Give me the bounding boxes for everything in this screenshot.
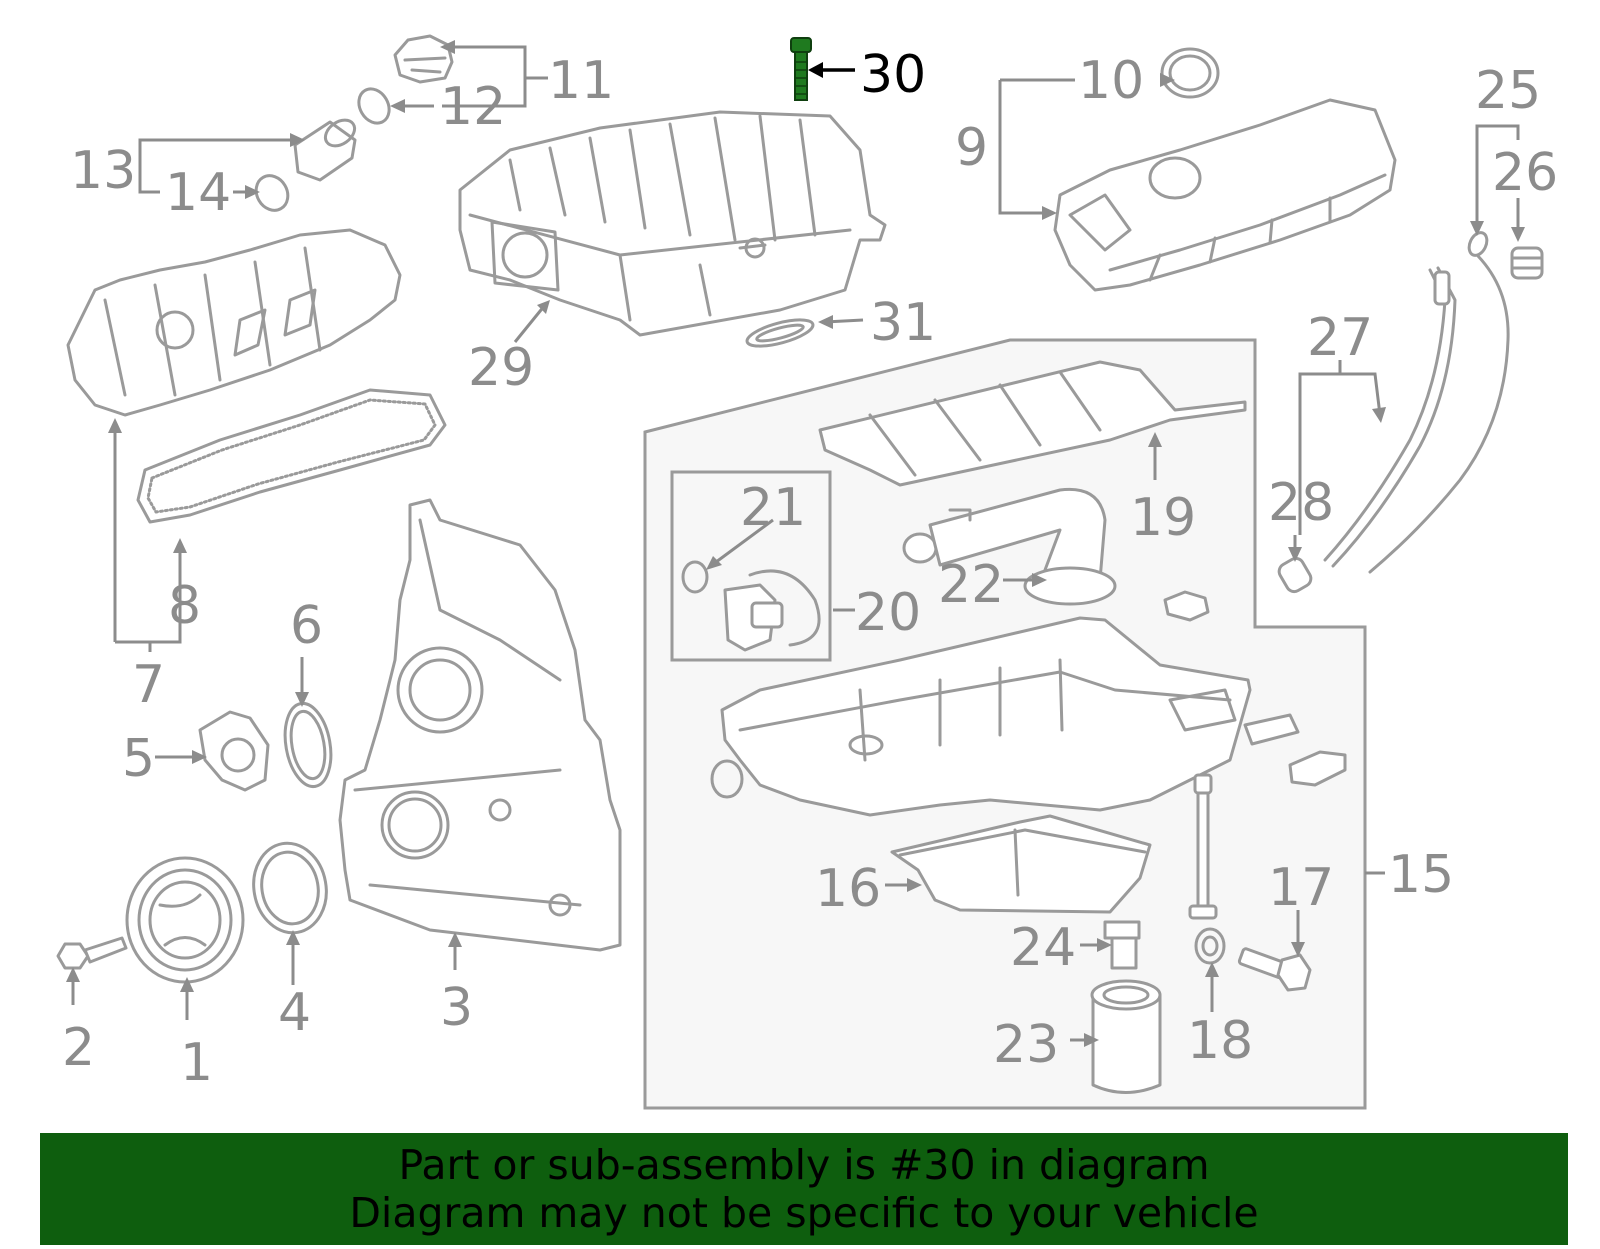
- part-4-front-seal: [252, 841, 328, 935]
- part-cover-right: [1288, 750, 1347, 787]
- part-24-fitting: [1103, 920, 1141, 970]
- part-22-oil-pickup: [902, 487, 1117, 606]
- callout-29: 29: [468, 338, 534, 398]
- part-11-oil-fill-cap: [393, 34, 454, 84]
- callout-23: 23: [993, 1015, 1059, 1075]
- callout-9: 9: [955, 118, 988, 178]
- part-29-intake-manifold: [458, 110, 887, 337]
- callout-8: 8: [168, 576, 201, 636]
- callout-27: 27: [1307, 308, 1373, 368]
- callout-15: 15: [1388, 845, 1454, 905]
- callout-labels: 1 2 3 4 5 6 7 8 9 10 11 12 13 14 15 16 1…: [62, 45, 1558, 1093]
- banner-line-2: Diagram may not be specific to your vehi…: [349, 1189, 1259, 1237]
- part-nut: [1163, 590, 1210, 622]
- part-2-bolt: [56, 936, 128, 970]
- callout-25: 25: [1475, 61, 1541, 121]
- engine-parts-diagram: 1 2 3 4 5 6 7 8 9 10 11 12 13 14 15 16 1…: [56, 34, 1558, 1110]
- callout-20: 20: [855, 583, 921, 643]
- callout-18: 18: [1187, 1011, 1253, 1071]
- part-1-harmonic-balancer: [125, 856, 245, 984]
- part-20-sensor: [723, 569, 821, 652]
- part-17-drain-plug: [1237, 947, 1312, 992]
- banner-line-1: Part or sub-assembly is #30 in diagram: [398, 1141, 1210, 1189]
- part-26-cap: [1510, 246, 1544, 280]
- part-gasket-right: [1243, 713, 1300, 746]
- callout-19: 19: [1130, 488, 1196, 548]
- part-9-valve-cover-right: [1053, 98, 1397, 292]
- callout-11: 11: [548, 51, 614, 111]
- callout-22: 22: [938, 555, 1004, 615]
- callout-31: 31: [870, 293, 936, 353]
- callout-16: 16: [815, 859, 881, 919]
- callout-5: 5: [122, 729, 155, 789]
- part-31-gasket: [745, 318, 815, 348]
- part-7-valve-cover-left: [66, 228, 402, 417]
- part-27-dipstick-tube: [1323, 266, 1457, 568]
- callout-4: 4: [278, 983, 311, 1043]
- part-16-lower-oil-pan: [890, 814, 1152, 914]
- callout-21: 21: [740, 478, 806, 538]
- callout-13: 13: [70, 141, 136, 201]
- part-long-bolt: [1188, 773, 1218, 920]
- callout-24: 24: [1010, 918, 1076, 978]
- part-30-bolt[interactable]: [790, 37, 812, 101]
- callout-1: 1: [180, 1033, 213, 1093]
- callout-26: 26: [1492, 143, 1558, 203]
- part-18-washer: [1194, 927, 1226, 965]
- callout-12: 12: [440, 77, 506, 137]
- part-seal-left: [710, 759, 744, 799]
- part-21-o-ring: [681, 560, 709, 594]
- part-23-oil-filter: [1090, 979, 1162, 1094]
- info-banner: Part or sub-assembly is #30 in diagram D…: [40, 1133, 1568, 1245]
- part-19-baffle: [818, 360, 1247, 487]
- callout-10: 10: [1078, 51, 1144, 111]
- part-3-timing-cover: [338, 498, 622, 952]
- callout-28: 28: [1268, 473, 1334, 533]
- callout-14: 14: [165, 163, 231, 223]
- callout-30: 30: [860, 45, 926, 105]
- part-25-dipstick-tube-top: [1368, 231, 1510, 574]
- part-13-fill-tube: [293, 118, 357, 182]
- part-10-seal: [1160, 47, 1220, 99]
- arrowheads: [66, 40, 1525, 1047]
- callout-3: 3: [440, 978, 473, 1038]
- part-14-o-ring: [254, 174, 290, 212]
- callout-6: 6: [290, 596, 323, 656]
- part-5-cover: [198, 710, 270, 792]
- part-12-o-ring: [357, 87, 391, 125]
- callout-17: 17: [1268, 858, 1334, 918]
- callout-7: 7: [132, 655, 165, 715]
- part-8-valve-cover-gasket: [136, 388, 447, 524]
- part-28-grommet: [1277, 556, 1313, 594]
- part-15-oil-pan: [720, 616, 1252, 817]
- callout-2: 2: [62, 1018, 95, 1078]
